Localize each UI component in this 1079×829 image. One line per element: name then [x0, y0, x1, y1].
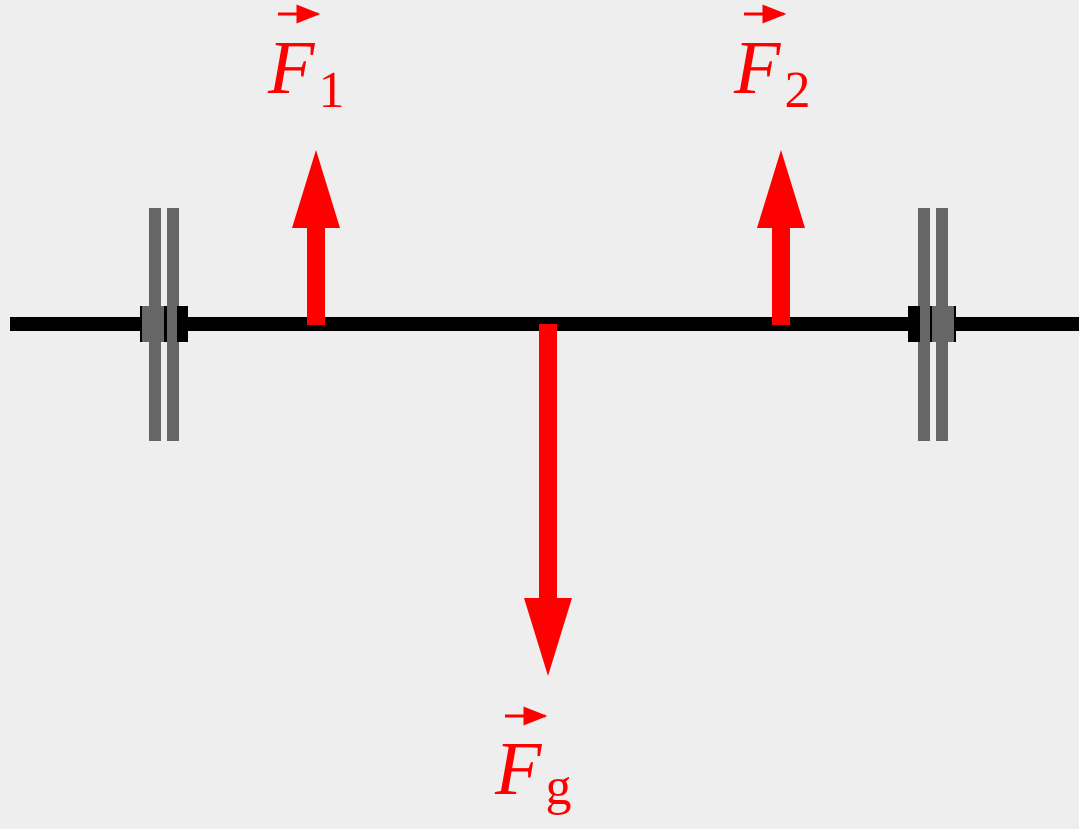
- svg-text:F2: F2: [733, 26, 810, 119]
- force-arrow-f2: [757, 150, 805, 325]
- left-plate-inner: [167, 208, 179, 441]
- svg-text:F1: F1: [267, 26, 344, 119]
- right-weight-plates: [908, 208, 956, 441]
- label-fg: Fg: [494, 706, 571, 816]
- label-f2: F2: [733, 4, 810, 119]
- left-weight-plates: [140, 208, 188, 441]
- label-f2-symbol: F: [733, 26, 782, 110]
- force-arrow-f1: [292, 150, 340, 325]
- label-fg-subscript: g: [545, 759, 571, 816]
- svg-text:Fg: Fg: [494, 727, 571, 816]
- label-f1-symbol: F: [267, 26, 316, 110]
- force-arrow-fg: [524, 324, 572, 676]
- label-f2-subscript: 2: [784, 62, 810, 119]
- label-f1: F1: [267, 4, 344, 119]
- right-plate-outer: [936, 208, 948, 441]
- label-fg-symbol: F: [494, 727, 543, 811]
- left-plate-outer: [149, 208, 161, 441]
- right-plate-inner: [918, 208, 930, 441]
- label-f1-subscript: 1: [318, 62, 344, 119]
- right-plate-rim: [910, 306, 920, 342]
- left-plate-rim: [177, 306, 187, 342]
